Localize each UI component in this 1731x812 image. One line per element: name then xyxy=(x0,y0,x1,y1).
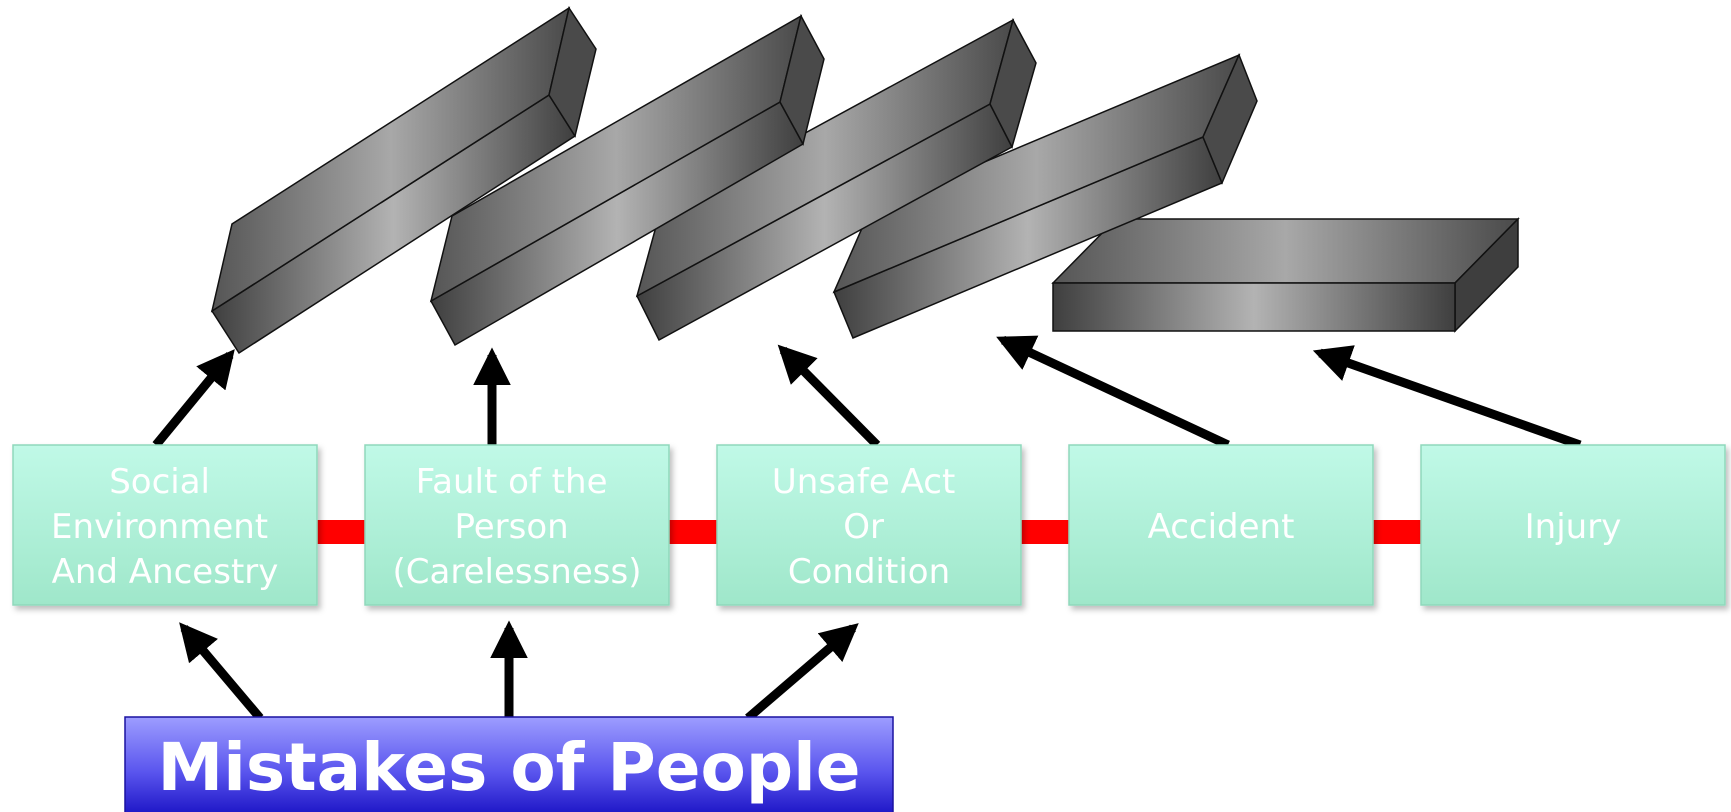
arrow-up-5 xyxy=(1312,345,1582,450)
banner-arrows xyxy=(179,620,859,722)
svg-text:Accident: Accident xyxy=(1148,507,1295,547)
dominoes xyxy=(210,6,1520,355)
svg-text:Fault of the Person: Fault of the Person (Carelessness) xyxy=(393,462,642,592)
stage-2-line-3: (Carelessness) xyxy=(393,552,642,592)
stage-5-line-1: Injury xyxy=(1525,507,1622,547)
stage-1-line-3: And Ancestry xyxy=(52,552,279,592)
arrow-up-1 xyxy=(152,349,235,448)
domino-3 xyxy=(635,17,1037,342)
banner-arrow-1 xyxy=(179,622,264,721)
svg-text:Social Environment: Social Environment And Ancestry xyxy=(51,462,279,592)
arrow-up-4 xyxy=(996,335,1230,450)
banner-arrow-3 xyxy=(745,623,859,722)
domino-2 xyxy=(429,13,825,347)
domino-4 xyxy=(832,53,1258,339)
banner-label: Mistakes of People xyxy=(158,729,861,806)
svg-text:Unsafe Act Or: Unsafe Act Or Condition xyxy=(772,462,966,592)
domino-5 xyxy=(1051,217,1520,333)
up-arrows xyxy=(152,335,1582,450)
arrow-up-3 xyxy=(777,344,881,449)
domino-1 xyxy=(210,6,597,355)
stage-boxes: Social Environment And Ancestry Fault of… xyxy=(12,444,1726,606)
stage-4-line-1: Accident xyxy=(1148,507,1295,547)
stage-1-line-2: Environment xyxy=(51,507,268,547)
stage-2-line-1: Fault of the xyxy=(416,462,608,502)
stage-3-line-2: Or xyxy=(843,507,884,547)
stage-box-2: Fault of the Person (Carelessness) xyxy=(364,444,670,606)
mistakes-banner: Mistakes of People xyxy=(124,716,894,812)
svg-text:Injury: Injury xyxy=(1525,507,1622,547)
stage-2-line-2: Person xyxy=(454,507,568,547)
stage-3-line-3: Condition xyxy=(788,552,950,592)
stage-box-5: Injury xyxy=(1420,444,1726,606)
stage-box-4: Accident xyxy=(1068,444,1374,606)
stage-1-line-1: Social xyxy=(109,462,210,502)
stage-box-3: Unsafe Act Or Condition xyxy=(716,444,1022,606)
stage-box-1: Social Environment And Ancestry xyxy=(12,444,318,606)
stage-3-line-1: Unsafe Act xyxy=(772,462,955,502)
